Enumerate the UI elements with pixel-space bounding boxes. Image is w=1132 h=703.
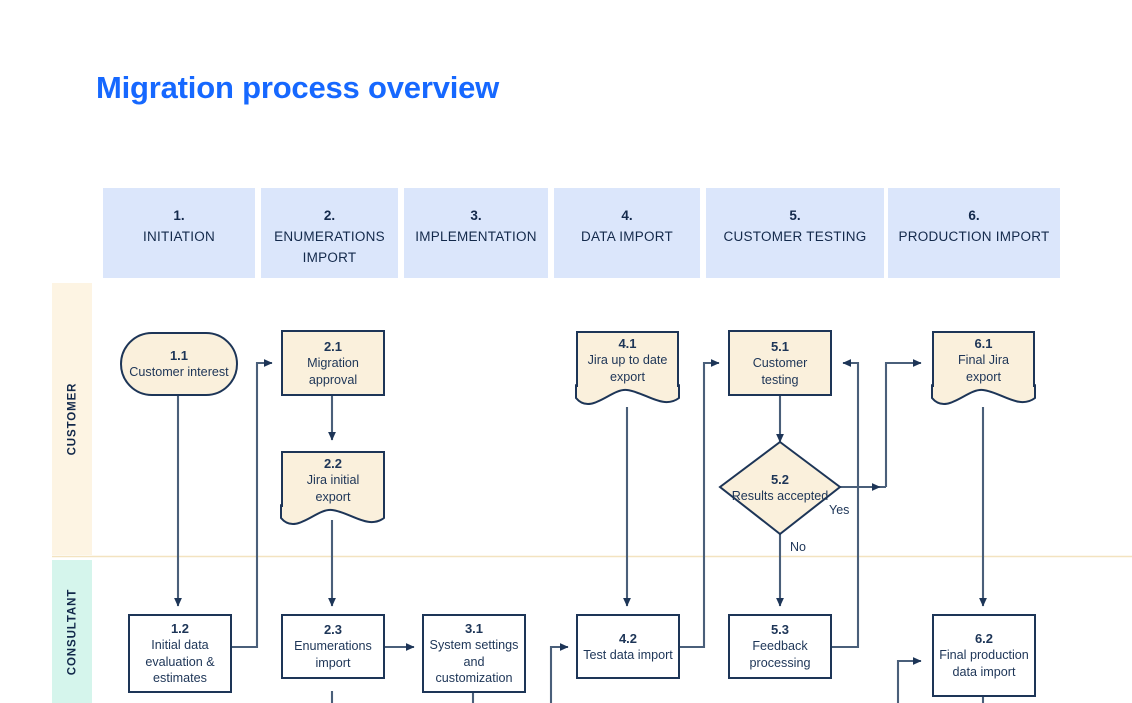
phase-header-2[interactable]: 2. ENUMERATIONS IMPORT: [261, 188, 398, 278]
phase-number: 3.: [470, 208, 482, 223]
phase-header-4[interactable]: 4. DATA IMPORT: [554, 188, 700, 278]
phase-name: IMPLEMENTATION: [415, 228, 537, 244]
node-4-2[interactable]: 4.2 Test data import: [576, 614, 680, 679]
lane-label: CUSTOMER: [66, 382, 78, 456]
node-2-3[interactable]: 2.3 Enumerations import: [281, 614, 385, 679]
phase-header-3[interactable]: 3. IMPLEMENTATION: [404, 188, 548, 278]
edge-label-yes: Yes: [829, 503, 850, 517]
node-label: Jira up to date export: [587, 352, 668, 384]
node-2-1[interactable]: 2.1 Migration approval: [281, 330, 385, 396]
phase-name: INITIATION: [143, 228, 215, 244]
node-id: 6.2: [974, 631, 994, 647]
phase-number: 5.: [789, 208, 801, 223]
phase-number: 6.: [968, 208, 980, 223]
lane-label: CONSULTANT: [66, 588, 79, 675]
node-6-1[interactable]: 6.1 Final Jira export: [932, 331, 1035, 387]
edge-label-no: No: [790, 540, 806, 554]
node-label: Feedback processing: [749, 639, 811, 671]
node-label: Jira initial export: [306, 472, 360, 504]
node-label: Enumerations import: [294, 639, 372, 671]
node-id: 1.2: [170, 621, 190, 636]
node-label: Test data import: [583, 647, 673, 662]
node-id: 2.1: [323, 338, 343, 354]
phase-number: 2.: [323, 208, 336, 223]
node-5-1[interactable]: 5.1 Customer testing: [728, 330, 832, 396]
node-id: 5.2: [770, 472, 790, 488]
node-id: 5.3: [770, 622, 790, 638]
node-3-1[interactable]: 3.1 System settings and customization: [422, 614, 526, 693]
phase-header-5[interactable]: 5. CUSTOMER TESTING: [706, 188, 884, 278]
phase-number: 4.: [621, 208, 633, 223]
node-4-1[interactable]: 4.1 Jira up to date export: [576, 331, 679, 387]
node-label: Customer testing: [752, 355, 808, 387]
node-label: Final Jira export: [957, 352, 1010, 384]
node-id: 6.1: [974, 335, 993, 351]
phase-header-1[interactable]: 1. INITIATION: [103, 188, 255, 278]
phase-name: DATA IMPORT: [580, 228, 673, 244]
phase-name: ENUMERATIONS IMPORT: [274, 228, 385, 265]
node-id: 2.2: [323, 455, 343, 471]
node-label: Customer interest: [129, 365, 229, 380]
node-id: 2.3: [323, 622, 343, 638]
node-id: 5.1: [770, 338, 790, 354]
phase-header-6[interactable]: 6. PRODUCTION IMPORT: [888, 188, 1060, 278]
node-label: Results accepted: [731, 489, 829, 504]
phase-name: PRODUCTION IMPORT: [898, 228, 1050, 244]
lane-customer: CUSTOMER: [52, 283, 92, 555]
node-2-2[interactable]: 2.2 Jira initial export: [281, 451, 385, 507]
phase-name: CUSTOMER TESTING: [723, 228, 867, 244]
node-id: 4.1: [618, 335, 637, 351]
page-title: Migration process overview: [96, 70, 500, 105]
node-5-2[interactable]: 5.2 Results accepted: [720, 442, 840, 534]
node-id: 1.1: [169, 348, 189, 364]
node-6-2[interactable]: 6.2 Final production data import: [932, 614, 1036, 697]
node-label: Final production data import: [939, 648, 1029, 680]
node-id: 3.1: [464, 621, 484, 636]
node-5-3[interactable]: 5.3 Feedback processing: [728, 614, 832, 679]
node-label: Migration approval: [307, 355, 359, 387]
node-label: System settings and customization: [429, 638, 519, 686]
node-id: 4.2: [618, 630, 638, 646]
node-1-1[interactable]: 1.1 Customer interest: [120, 332, 238, 396]
node-1-2[interactable]: 1.2 Initial data evaluation & estimates: [128, 614, 232, 693]
phase-number: 1.: [173, 208, 185, 223]
lane-consultant: CONSULTANT: [52, 560, 92, 703]
node-label: Initial data evaluation & estimates: [145, 638, 215, 686]
